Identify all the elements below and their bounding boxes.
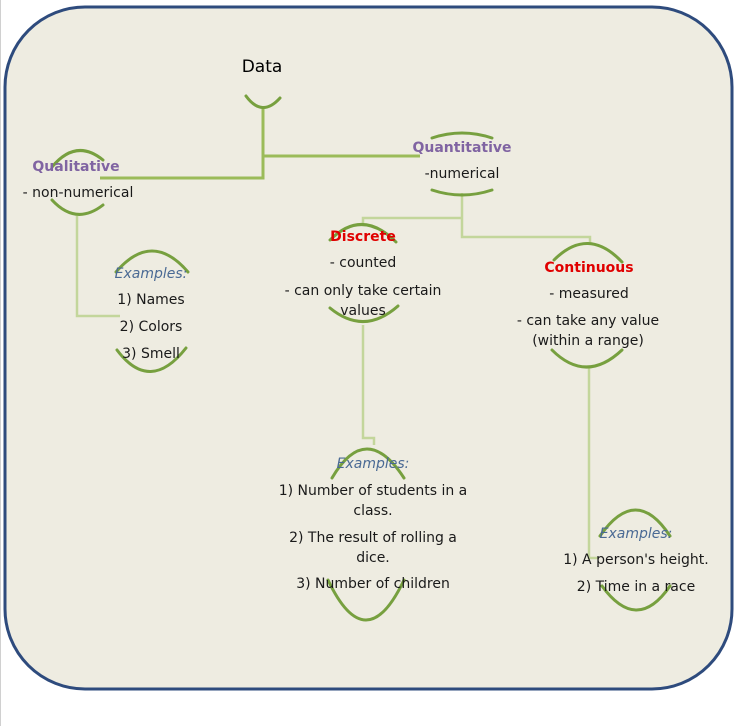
arc-cont-examples-top xyxy=(598,508,672,538)
arc-qualitative-bottom xyxy=(50,198,105,216)
connector-to-continuous xyxy=(460,220,592,243)
arc-data-bottom xyxy=(244,94,282,109)
arc-disc-examples-bottom xyxy=(326,578,406,622)
discrete-description-counted: - counted xyxy=(329,255,397,271)
arc-disc-examples-top xyxy=(330,447,406,480)
diagram-title: Data xyxy=(241,57,283,77)
arc-cont-examples-bottom xyxy=(600,584,672,612)
arc-qual-examples-bottom xyxy=(115,346,188,373)
arc-continuous-top xyxy=(552,242,624,264)
sub-connectors xyxy=(75,193,598,560)
continuous-description-measured: - measured xyxy=(549,286,629,302)
qualitative-example-item: 1) Names xyxy=(117,292,185,308)
arc-qualitative-top xyxy=(50,149,105,169)
qualitative-example-item: 2) Colors xyxy=(119,319,183,335)
discrete-example-item: 3) Number of children xyxy=(296,576,450,592)
arc-qual-examples-top xyxy=(114,249,190,274)
continuous-label: Continuous xyxy=(544,260,634,276)
connector-continuous-examples xyxy=(587,368,598,560)
discrete-example-item: 1) Number of students in a class. xyxy=(278,483,468,519)
quantitative-label: Quantitative xyxy=(412,140,512,156)
discrete-label: Discrete xyxy=(330,229,396,245)
discrete-example-item: 2) The result of rolling a dice. xyxy=(289,530,457,566)
page-edge-line xyxy=(0,0,1,726)
discrete-description-values: - can only take certain values xyxy=(284,283,442,319)
tree-connectors xyxy=(100,108,420,180)
connector-qualitative-examples xyxy=(75,216,120,318)
quantitative-description: -numerical xyxy=(424,166,500,182)
arc-quantitative-top xyxy=(430,131,494,140)
discrete-examples-label: Examples: xyxy=(336,456,410,472)
qualitative-example-item: 3) Smell xyxy=(122,346,180,362)
connector-data-qualitative xyxy=(100,108,265,180)
arc-discrete-top xyxy=(328,223,398,244)
arc-continuous-bottom xyxy=(550,348,624,369)
node-arcs xyxy=(50,94,672,622)
continuous-example-item: 1) A person's height. xyxy=(563,552,709,568)
arc-discrete-bottom xyxy=(328,304,400,323)
qualitative-examples-label: Examples: xyxy=(114,266,188,282)
continuous-example-item: 2) Time in a race xyxy=(576,579,696,595)
connector-discrete-examples xyxy=(361,325,376,445)
qualitative-label: Qualitative xyxy=(32,159,120,175)
qualitative-description: - non-numerical xyxy=(22,185,134,201)
continuous-description-range: - can take any value (within a range) xyxy=(516,313,660,349)
arc-quantitative-bottom xyxy=(430,188,494,197)
continuous-examples-label: Examples: xyxy=(599,526,673,542)
